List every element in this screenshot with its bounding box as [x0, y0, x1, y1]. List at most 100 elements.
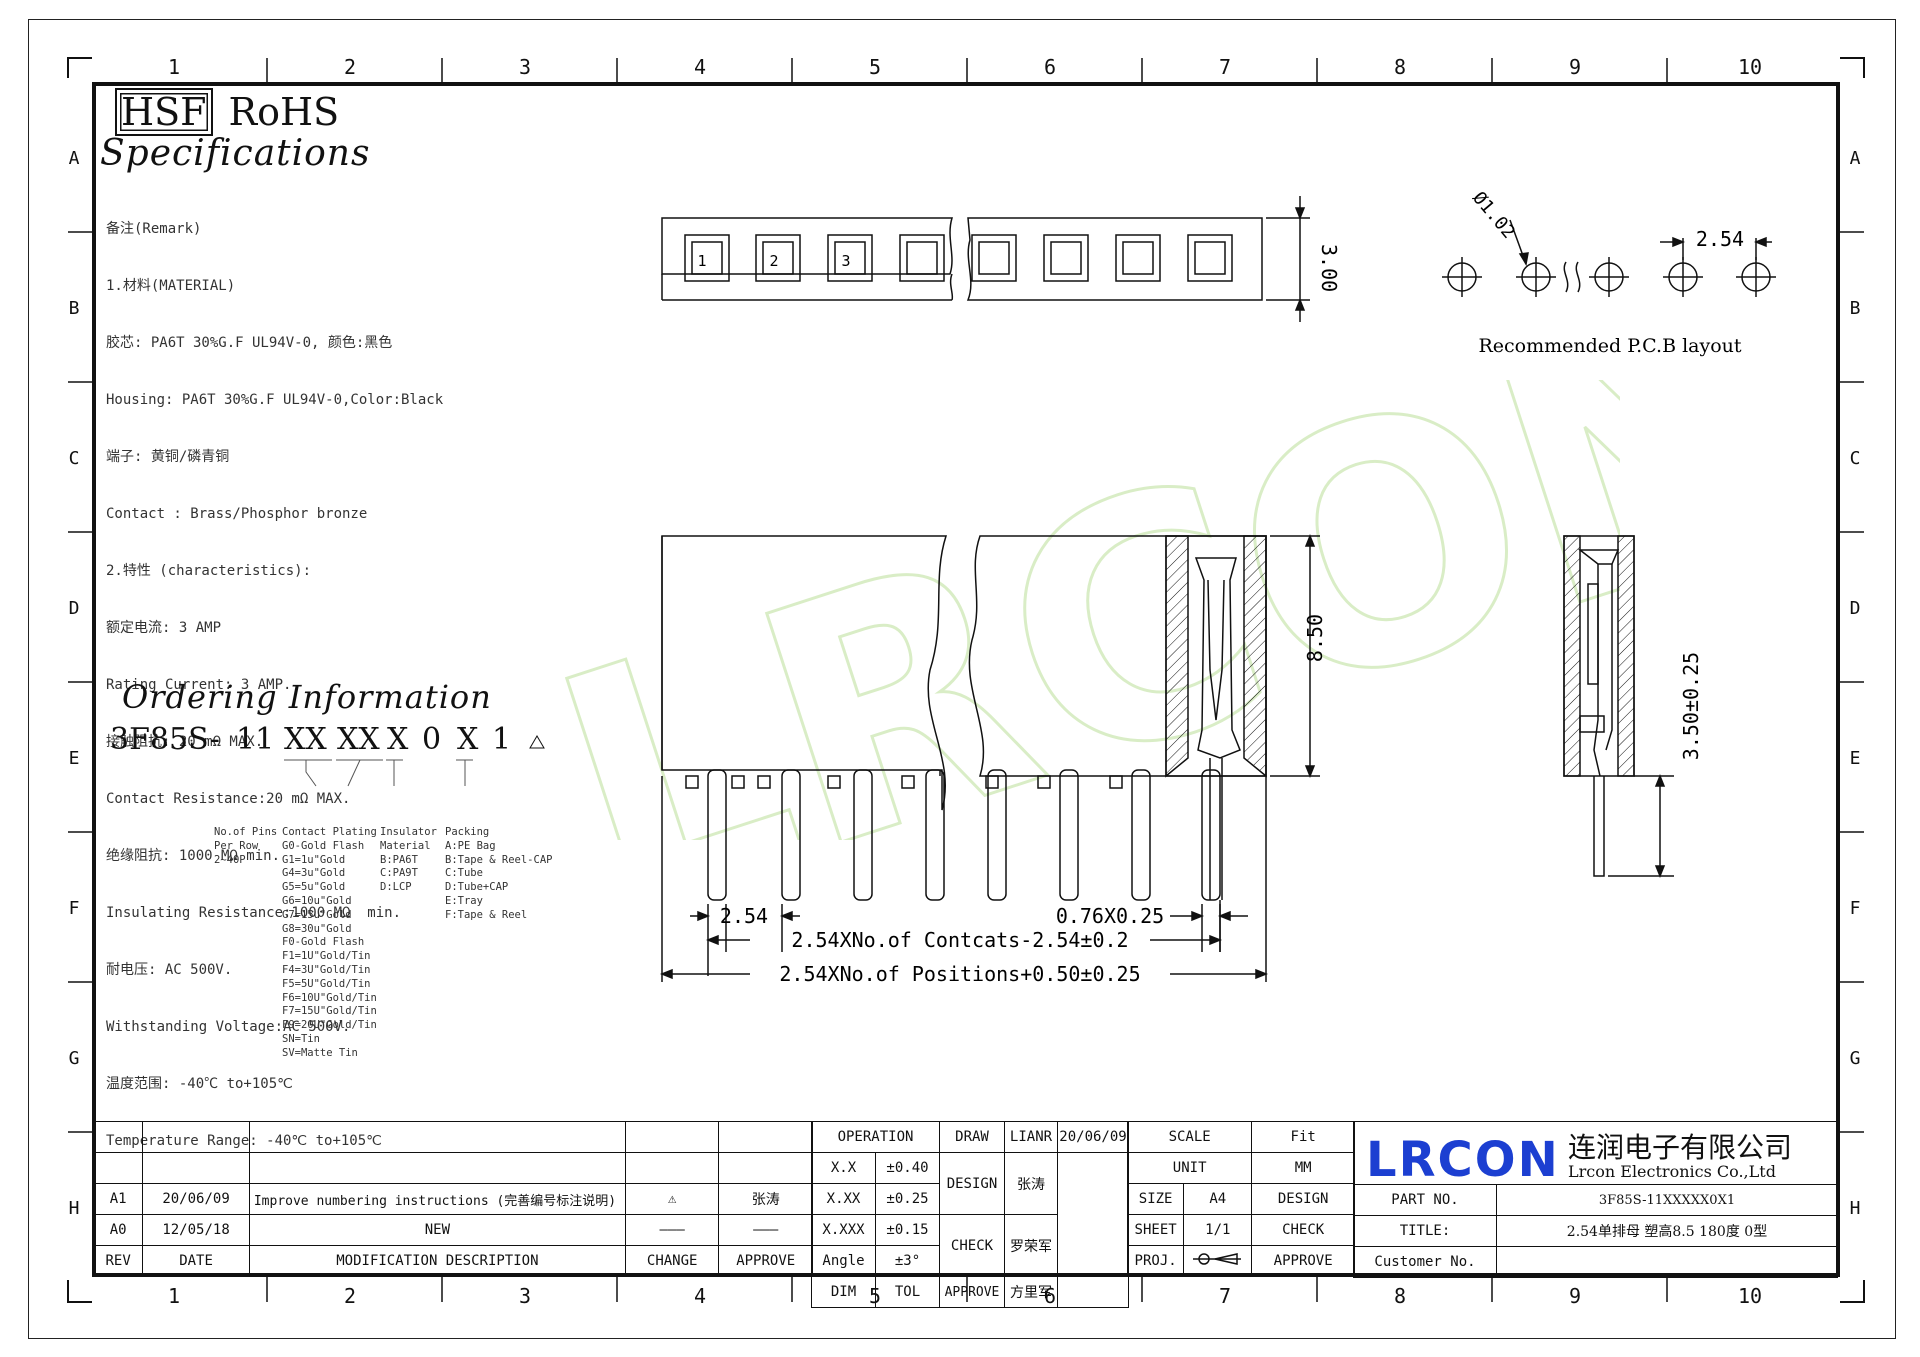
design-name: 张涛	[1004, 1152, 1058, 1215]
watermark: LRCON	[520, 380, 1620, 840]
dim-positions: 2.54XNo.of Positions+0.50±0.25	[779, 962, 1140, 986]
rev-approve: ———	[718, 1214, 813, 1246]
col-label: 4	[693, 55, 707, 79]
tol-value: ±3°	[875, 1245, 940, 1277]
tol-dim: Angle	[811, 1245, 876, 1277]
approve-name: 方里军	[1004, 1276, 1058, 1308]
dim-pitch: 2.54	[720, 904, 768, 928]
dim-top-height: 3.00	[1317, 244, 1341, 292]
seg-insulator: X	[387, 722, 409, 757]
row-label: C	[1849, 448, 1861, 469]
pin-cavities	[684, 234, 1233, 282]
col-label: 10	[1737, 1284, 1763, 1308]
tol-dim: X.X	[811, 1152, 876, 1184]
pin-number: 2	[769, 252, 778, 270]
rohs-label: RoHS	[228, 90, 340, 134]
row-label: C	[68, 448, 80, 469]
operation-label: OPERATION	[811, 1121, 940, 1153]
company-name-cn: 连润电子有限公司	[1568, 1131, 1793, 1164]
col-label: 7	[1218, 55, 1232, 79]
scale-table: SCALE Fit UNIT MM SIZE A4 DESIGN SHEET 1…	[1126, 1121, 1355, 1277]
tol-label: TOL	[875, 1276, 940, 1308]
col-label: 1	[167, 1284, 181, 1308]
dim-pin-length: 3.50±0.25	[1679, 652, 1703, 760]
part-no-value: 3F85S-11XXXXX0X1	[1496, 1184, 1838, 1216]
rohs-header: HSF RoHS	[115, 88, 340, 136]
rev-change: ⚠	[624, 1183, 720, 1215]
sheet-value: 1/1	[1183, 1214, 1253, 1246]
seg-pins: 11	[236, 722, 275, 757]
seg-zero: 0	[422, 722, 442, 757]
outer-frame	[28, 19, 1896, 1339]
spec-line: 绝缘阻抗: 1000 MΩ min.	[106, 848, 281, 864]
col-label: 1	[167, 55, 181, 79]
rev-approve: 张涛	[718, 1183, 813, 1215]
scale-label: SCALE	[1126, 1121, 1253, 1153]
rev-header: REV	[92, 1245, 144, 1277]
specifications-title: Specifications	[100, 133, 371, 174]
dim-contacts: 2.54XNo.of Contcats-2.54±0.2	[791, 928, 1128, 952]
check-name: 罗荣军	[1004, 1214, 1058, 1277]
spec-line: 接触阻抗: 20 mΩ MAX.	[106, 734, 264, 750]
col-label: 10	[1737, 55, 1763, 79]
check-label: CHECK	[939, 1214, 1005, 1277]
spec-line: Contact : Brass/Phosphor bronze	[106, 506, 368, 522]
size-value: A4	[1183, 1183, 1253, 1215]
tol-value: ±0.25	[875, 1183, 940, 1215]
title-label: TITLE:	[1353, 1215, 1497, 1247]
rev-change: ———	[624, 1214, 720, 1246]
company-logo: LRCON	[1366, 1132, 1560, 1188]
proj-label: PROJ.	[1126, 1245, 1185, 1277]
col-label: 7	[1218, 1284, 1232, 1308]
row-label: F	[68, 898, 80, 919]
draw-name: LIANR	[1004, 1121, 1058, 1153]
col-label: 2	[343, 1284, 357, 1308]
row-label: H	[1849, 1198, 1861, 1219]
pin-number: 1	[697, 252, 706, 270]
row-label: A	[1849, 148, 1861, 169]
hsf-mark: HSF	[115, 88, 213, 136]
row-label: D	[1849, 598, 1861, 619]
unit-label: UNIT	[1126, 1152, 1253, 1184]
spec-line: Contact Resistance:20 mΩ MAX.	[106, 791, 351, 807]
sheet-label: SHEET	[1126, 1214, 1185, 1246]
col-label: 9	[1568, 1284, 1582, 1308]
row-label: E	[1849, 748, 1861, 769]
part-table: PART NO. 3F85S-11XXXXX0X1 TITLE: 2.54单排母…	[1353, 1184, 1838, 1278]
tol-dim: X.XX	[811, 1183, 876, 1215]
side-section: 3.50±0.25	[1563, 535, 1703, 879]
desc-header: MODIFICATION DESCRIPTION	[248, 1245, 626, 1277]
col-label: 4	[693, 1284, 707, 1308]
cross-section	[1165, 535, 1267, 900]
col-label: 2	[343, 55, 357, 79]
draw-label: DRAW	[939, 1121, 1005, 1153]
company-name-en: Lrcon Electronics Co.,Ltd	[1568, 1162, 1776, 1181]
seg-one: 1	[492, 722, 512, 757]
row-label: D	[68, 598, 80, 619]
spec-line: 温度范围: -40℃ to+105℃	[106, 1076, 293, 1092]
col-label: 6	[1043, 55, 1057, 79]
spec-line: 2.特性 (characteristics):	[106, 563, 312, 579]
company-block: LRCON 连润电子有限公司 Lrcon Electronics Co.,Ltd	[1353, 1121, 1838, 1274]
dim-pin-size: 0.76X0.25	[1056, 904, 1164, 928]
tolerance-table: OPERATION DRAW LIANR 20/06/09 X.X ±0.40 …	[811, 1121, 1129, 1308]
rev-date: 12/05/18	[142, 1214, 250, 1246]
spec-line: Withstanding Voltage:AC 500V.	[106, 1019, 351, 1035]
revision-row: A1 20/06/09 Improve numbering instructio…	[92, 1183, 813, 1215]
spec-line: 耐电压: AC 500V.	[106, 962, 233, 978]
row-label: F	[1849, 898, 1861, 919]
draw-date: 20/06/09	[1057, 1121, 1129, 1153]
spec-list: 备注(Remark) 1.材料(MATERIAL) 胶芯: PA6T 30%G.…	[106, 182, 443, 1170]
title-value: 2.54单排母 塑高8.5 180度 0型	[1496, 1215, 1838, 1247]
col-label: 5	[868, 55, 882, 79]
scale-value: Fit	[1251, 1121, 1355, 1153]
customer-label: Customer No.	[1353, 1246, 1497, 1278]
row-label: A	[68, 148, 80, 169]
approve-label-2: APPROVE	[1251, 1245, 1355, 1277]
spec-line: 端子: 黄铜/磷青铜	[106, 449, 230, 465]
change-header: CHANGE	[624, 1245, 720, 1277]
date-header: DATE	[142, 1245, 250, 1277]
pcb-layout: Ø1.02 2.54 Recommended P.C.B layout	[1442, 188, 1776, 357]
size-label: SIZE	[1126, 1183, 1185, 1215]
